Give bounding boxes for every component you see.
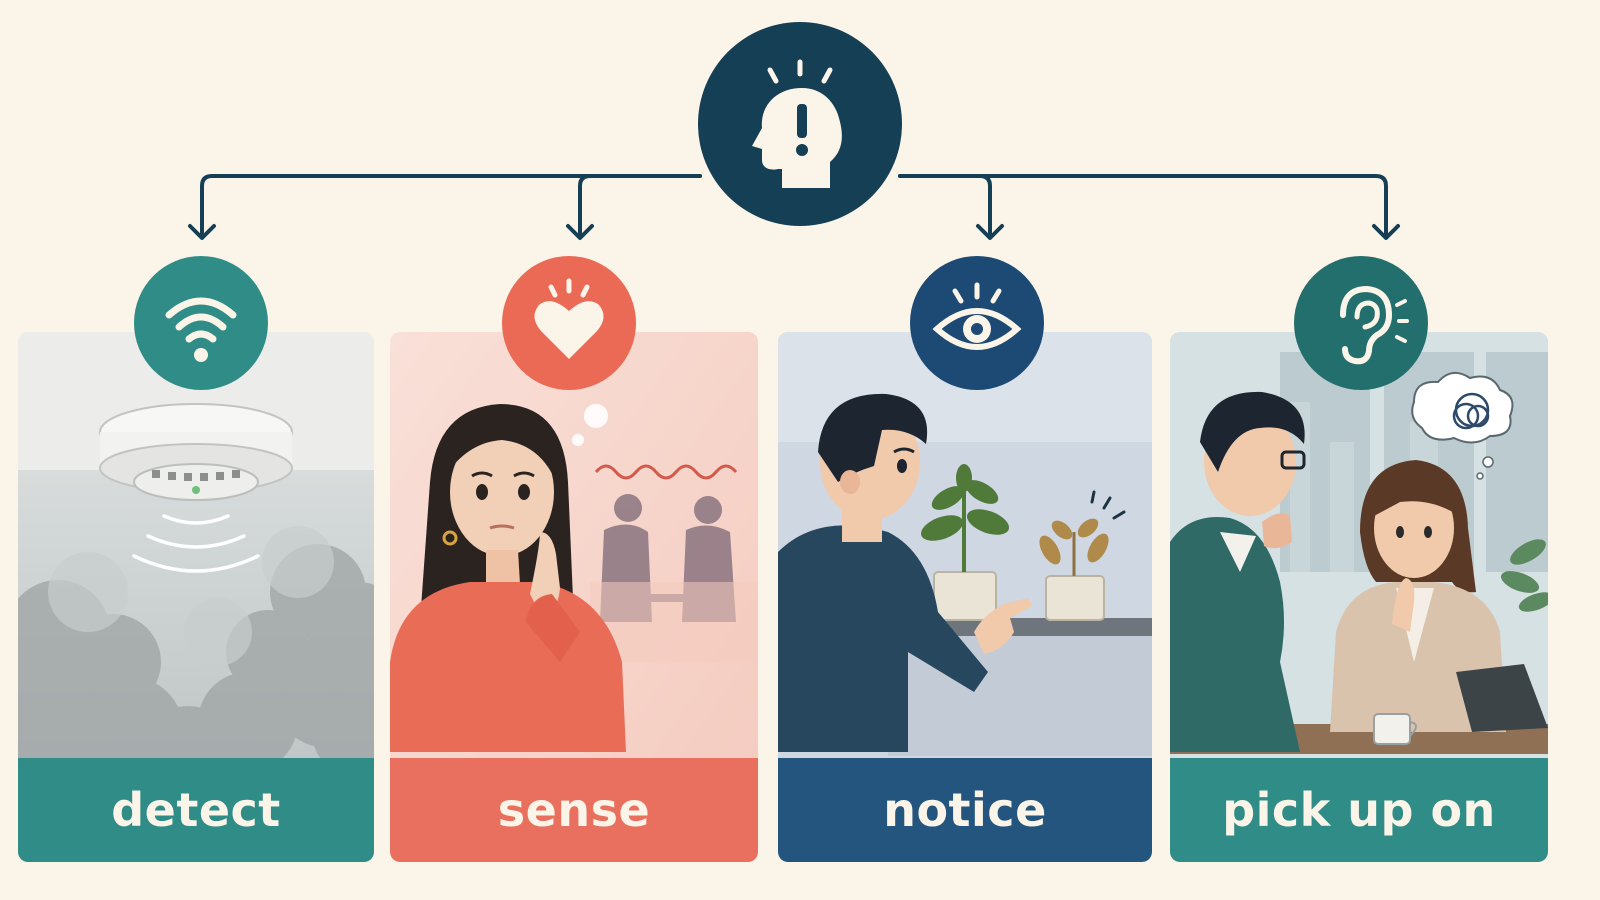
heart-icon: [534, 278, 604, 359]
badge-pick-up-on: [1294, 256, 1428, 390]
label-text-pick-up-on: pick up on: [1222, 783, 1496, 837]
card-detect: detect: [18, 332, 374, 862]
connector-pick-up-on: [898, 174, 1388, 238]
card-notice: notice: [778, 332, 1152, 862]
label-text-detect: detect: [111, 783, 281, 837]
label-sense: sense: [390, 758, 758, 862]
label-notice: notice: [778, 758, 1152, 862]
badge-notice: [910, 256, 1044, 390]
label-text-notice: notice: [883, 783, 1047, 837]
hub-circle: [698, 22, 902, 226]
arrowhead-detect: [188, 224, 216, 240]
wifi-signal-icon: [165, 297, 237, 362]
arrowhead-pick-up-on: [1372, 224, 1400, 240]
card-sense: sense: [390, 332, 758, 862]
label-text-sense: sense: [497, 783, 651, 837]
hub-connectors: [188, 174, 1400, 240]
label-pick-up-on: pick up on: [1170, 758, 1548, 862]
badge-sense: [502, 256, 636, 390]
connector-detect: [200, 174, 702, 238]
arrowhead-notice: [976, 224, 1004, 240]
label-detect: detect: [18, 758, 374, 862]
ear-icon: [1340, 285, 1409, 365]
card-pick-up-on: pick up on: [1170, 332, 1548, 862]
head-exclamation-icon: [752, 59, 842, 188]
eye-icon: [932, 282, 1022, 350]
arrowhead-sense: [566, 224, 594, 240]
badge-detect: [134, 256, 268, 390]
connector-sense: [578, 174, 702, 238]
